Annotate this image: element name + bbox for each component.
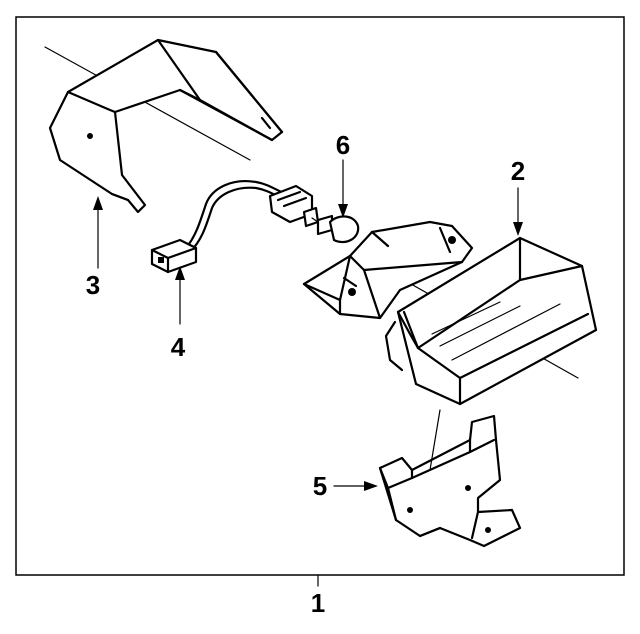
leader-arrow-6: [338, 159, 348, 218]
diagram-frame: [15, 16, 625, 576]
callout-4: 4: [171, 332, 186, 362]
callout-1: 1: [311, 588, 325, 618]
callout-6: 6: [336, 130, 350, 160]
lens-assembly-part: [384, 236, 598, 406]
callout-5: 5: [313, 471, 327, 501]
leader-arrow-4: [175, 266, 185, 325]
wire-harness-part: [150, 180, 320, 274]
mounting-bracket-part: [378, 409, 522, 548]
leader-arrow-2: [513, 187, 523, 236]
reference-line-left: [44, 46, 251, 161]
leader-arrow-5: [333, 481, 378, 491]
callout-2: 2: [511, 156, 525, 186]
lamp-socket-base-part: [302, 220, 474, 320]
cover-housing-part: [48, 38, 284, 214]
bulb-part: [311, 214, 360, 244]
callout-3: 3: [86, 270, 100, 300]
leader-arrow-3: [93, 196, 103, 269]
